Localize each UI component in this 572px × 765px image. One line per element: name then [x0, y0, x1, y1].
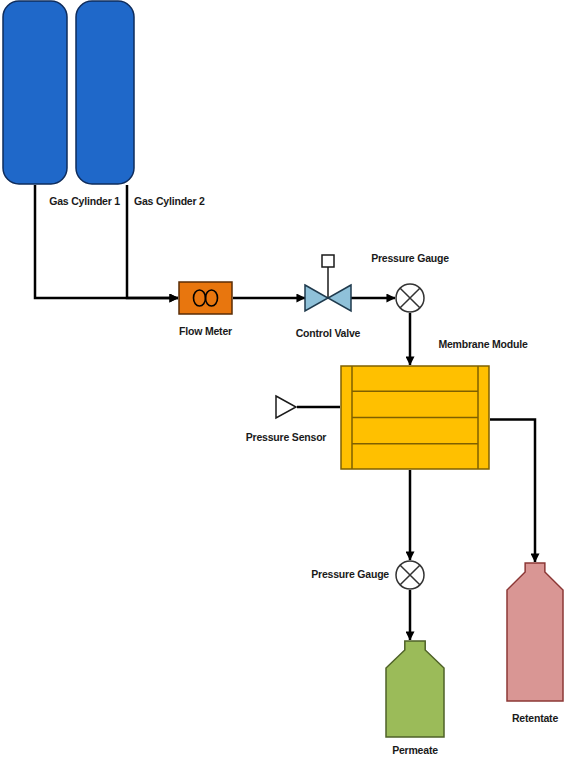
- pressure-gauge: Pressure Gauge: [395, 560, 425, 590]
- module-housing: [341, 366, 489, 469]
- gauge-cross: [400, 565, 420, 585]
- pressure-gauge-shape: [395, 560, 425, 590]
- gas-cylinder: Gas Cylinder 1: [2, 0, 68, 185]
- retentate-bottle-shape: [506, 562, 564, 702]
- component-label: Permeate: [392, 744, 438, 757]
- permeate-bottle-shape: [385, 640, 445, 738]
- pressure-sensor-shape: [275, 395, 297, 419]
- sensor-symbol: [276, 396, 296, 418]
- pressure-sensor: Pressure Sensor: [275, 395, 297, 419]
- component-label: Pressure Gauge: [311, 568, 389, 581]
- membrane-layers: [352, 366, 478, 469]
- cylinder-body: [76, 1, 134, 184]
- component-label: Gas Cylinder 2: [134, 195, 205, 208]
- flow-meter: Flow Meter: [178, 281, 233, 315]
- retentate-bottle: Retentate: [506, 562, 564, 702]
- bottle-body: [507, 563, 563, 701]
- gas-cylinder-shape: [75, 0, 135, 185]
- control-valve: Control Valve: [305, 255, 351, 311]
- flow-line: [409, 470, 412, 560]
- component-label: Gas Cylinder 1: [49, 195, 120, 208]
- permeate-bottle: Permeate: [385, 640, 445, 738]
- gas-cylinder-shape: [2, 0, 68, 185]
- flow-line: [490, 420, 535, 562]
- component-label: Retentate: [512, 712, 558, 725]
- cylinder-body: [3, 1, 67, 184]
- flow-line: [409, 590, 412, 640]
- gauge-dial: [396, 561, 424, 589]
- pressure-gauge-shape: [395, 283, 425, 313]
- flow-line: [297, 406, 340, 409]
- meter-rotor: [194, 290, 206, 306]
- valve-stem: [327, 267, 329, 298]
- gauge-cross: [400, 288, 420, 308]
- flow-line: [409, 313, 412, 365]
- gauge-dial: [396, 284, 424, 312]
- valve-body: [328, 285, 351, 311]
- membrane-module: Membrane Module: [340, 365, 490, 470]
- gas-cylinder: Gas Cylinder 2: [75, 0, 135, 185]
- flow-line: [233, 297, 305, 300]
- bottle-body: [386, 641, 444, 737]
- component-label: Flow Meter: [179, 325, 232, 338]
- flow-meter-shape: [178, 281, 233, 315]
- pressure-gauge: Pressure Gauge: [395, 283, 425, 313]
- membrane-module-shape: [340, 365, 490, 470]
- control-valve-shape: [305, 255, 351, 311]
- meter-body: [179, 282, 232, 314]
- component-label: Pressure Sensor: [246, 431, 326, 444]
- valve-actuator: [322, 255, 334, 267]
- component-label: Membrane Module: [438, 338, 527, 351]
- meter-rotor: [206, 290, 218, 306]
- component-label: Pressure Gauge: [371, 252, 449, 265]
- component-label: Control Valve: [296, 327, 361, 340]
- valve-body: [305, 285, 328, 311]
- flow-line: [351, 297, 395, 300]
